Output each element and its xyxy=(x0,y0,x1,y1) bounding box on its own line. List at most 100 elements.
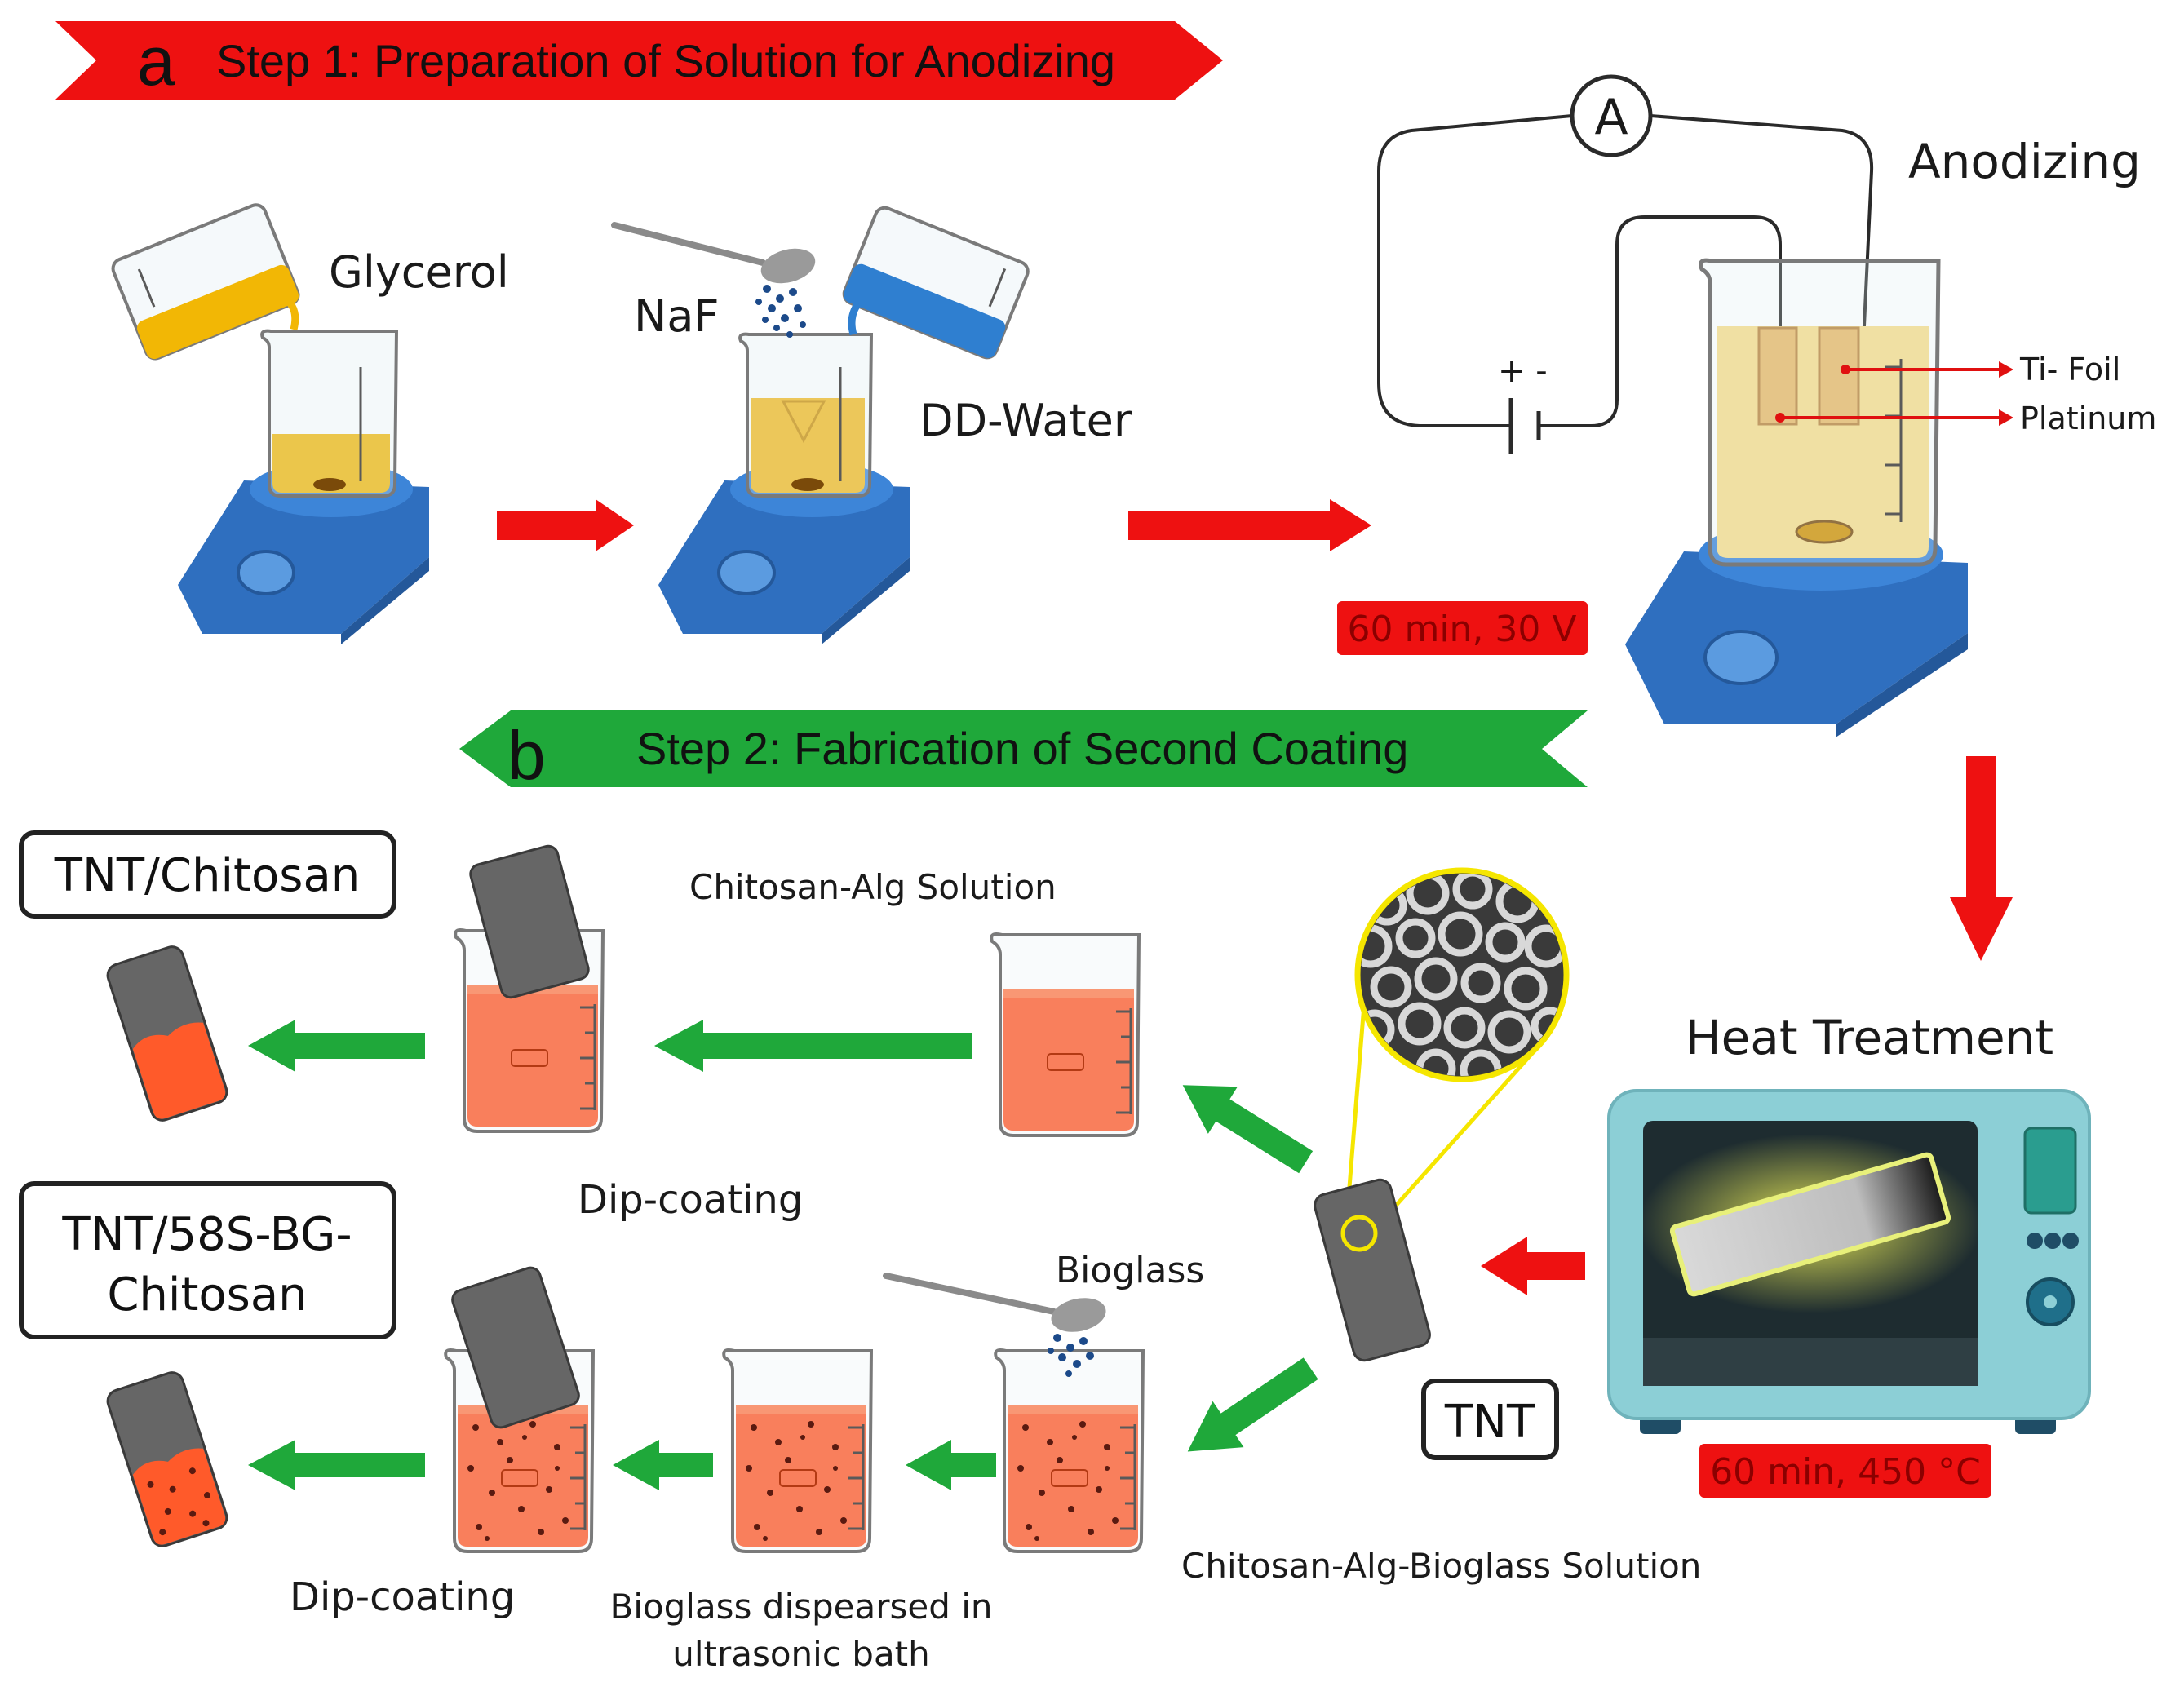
button-1 xyxy=(2027,1233,2043,1249)
step1-banner-arrow xyxy=(55,21,1223,100)
arrow-left-row2-a xyxy=(906,1440,996,1490)
magnifier-focus-circle xyxy=(1340,1215,1378,1252)
heat-treatment-label: Heat Treatment xyxy=(1686,1010,2053,1065)
bioglass-dispersed-label-line1: Bioglass dispearsed in xyxy=(609,1587,992,1627)
tnt-label: TNT xyxy=(1444,1396,1535,1449)
arrow-down xyxy=(1950,756,2013,961)
solution-liquid xyxy=(751,398,865,493)
ti-foil-label: Ti- Foil xyxy=(2019,352,2120,387)
ammeter-icon xyxy=(1570,74,1653,157)
ammeter-label: A xyxy=(1594,89,1628,146)
tnt-plate-dipping-bioglass xyxy=(451,1266,580,1429)
platinum-label: Platinum xyxy=(2020,401,2156,436)
arrow-left-heat xyxy=(1481,1237,1585,1295)
arrow-right-2 xyxy=(1128,499,1371,551)
anodizing-beaker xyxy=(1699,258,1941,567)
button-2 xyxy=(2044,1233,2061,1249)
hot-plate-side xyxy=(341,557,429,644)
tnt-58s-bg-chitosan-box: TNT/58S-BG- Chitosan xyxy=(19,1181,396,1339)
platinum-pointer xyxy=(1775,409,2013,426)
tnt-sample-heated xyxy=(1669,1152,1951,1297)
stir-bar xyxy=(313,478,346,491)
step1-letter: a xyxy=(137,23,175,100)
beaker-glass xyxy=(738,332,874,498)
bioglass-particles xyxy=(1048,1334,1094,1377)
dd-water-label: DD-Water xyxy=(919,395,1132,446)
water-pour-stream xyxy=(848,301,862,336)
glycerol-pour-stream xyxy=(284,297,299,331)
beaker-glass xyxy=(260,329,399,498)
bioglass-dispersed-label-line2: ultrasonic bath xyxy=(672,1634,930,1674)
dip-coating-label-top: Dip-coating xyxy=(578,1177,803,1223)
anodizing-condition-text: 60 min, 30 V xyxy=(1348,609,1577,650)
anodizing-condition-box: 60 min, 30 V xyxy=(1337,601,1588,655)
beaker-solution xyxy=(738,332,874,498)
arrow-down-left xyxy=(1187,1357,1318,1452)
arrow-up-left xyxy=(1182,1085,1314,1174)
ti-foil-pointer xyxy=(1841,361,2013,378)
furnace-window-shade xyxy=(1643,1338,1978,1386)
hot-plate-base xyxy=(658,480,910,634)
magnifier-ring xyxy=(1354,867,1570,1082)
step2-letter: b xyxy=(507,717,546,794)
dip-coating-label-bottom: Dip-coating xyxy=(290,1574,515,1620)
wire-ti-foil xyxy=(1540,215,1782,427)
chitosan-alg-bioglass-solution-label: Chitosan-Alg-Bioglass Solution xyxy=(1181,1546,1701,1586)
hot-plate-side xyxy=(822,557,910,644)
magnifier xyxy=(1344,867,1570,1232)
magnifier-line-right xyxy=(1372,1041,1544,1232)
tnt-plate-dipping xyxy=(469,844,590,999)
arrow-left-row1-b xyxy=(248,1020,425,1072)
hot-plate-knob xyxy=(1703,630,1779,685)
tnt-chitosan-label: TNT/Chitosan xyxy=(54,849,361,902)
hot-plate-side xyxy=(1836,633,1968,737)
glycerol-label: Glycerol xyxy=(329,246,509,298)
ti-foil-electrode xyxy=(1757,326,1798,426)
tnt-58s-bg-chitosan-label-line1: TNT/58S-BG- xyxy=(61,1208,352,1261)
spoon-naf xyxy=(611,222,816,338)
button-3 xyxy=(2062,1233,2079,1249)
stir-bar xyxy=(791,478,824,491)
hot-plate-knob xyxy=(237,550,295,595)
tnt-box: TNT xyxy=(1421,1379,1559,1460)
tnt-58s-bg-chitosan-plate xyxy=(106,1371,228,1547)
beaker-ultrasonic-dispersion xyxy=(724,1350,871,1552)
arrow-left-row1-a xyxy=(654,1020,972,1072)
step1-title: Step 1: Preparation of Solution for Anod… xyxy=(216,35,1115,86)
beaker-glass xyxy=(1699,258,1941,567)
anodizing-circuit: A + - xyxy=(1377,74,1874,454)
step2-banner: b Step 2: Fabrication of Second Coating xyxy=(459,710,1588,794)
arrow-left-row2-b xyxy=(613,1440,713,1490)
naf-particles xyxy=(755,285,806,338)
tnt-58s-bg-chitosan-label-line2: Chitosan xyxy=(107,1268,307,1321)
pouring-beaker-water xyxy=(842,206,1030,360)
step1-banner: a Step 1: Preparation of Solution for An… xyxy=(55,21,1223,100)
furnace-microwave xyxy=(1607,1089,2091,1434)
polarity-label: + - xyxy=(1498,352,1548,390)
display-panel xyxy=(2023,1127,2077,1215)
beaker-glycerol xyxy=(260,329,399,498)
chitosan-alg-solution-label: Chitosan-Alg Solution xyxy=(689,867,1057,907)
wire-left xyxy=(1377,114,1573,427)
wire-platinum xyxy=(1650,114,1874,343)
arrow-left-row2-c xyxy=(248,1440,425,1490)
battery-icon xyxy=(1508,398,1541,454)
pouring-beaker-glycerol xyxy=(111,203,300,361)
step2-banner-arrow xyxy=(459,710,1588,787)
beaker-chitosan-alg-bioglass xyxy=(995,1350,1143,1552)
hot-plate-base xyxy=(1625,551,1968,724)
tnt-chitosan-plate xyxy=(106,945,228,1122)
hot-plate-base xyxy=(178,480,429,634)
spoon-bioglass xyxy=(883,1273,1106,1377)
beaker-chitosan-alg-solution xyxy=(990,932,1141,1137)
tnt-chitosan-box: TNT/Chitosan xyxy=(19,830,396,919)
anodizing-label: Anodizing xyxy=(1908,134,2141,189)
tnt-plate xyxy=(1314,1178,1431,1362)
stir-bar xyxy=(1795,520,1854,544)
step2-title: Step 2: Fabrication of Second Coating xyxy=(636,723,1408,774)
arrow-right-1 xyxy=(497,499,634,551)
heat-condition-box: 60 min, 450 °C xyxy=(1699,1444,1991,1498)
bioglass-label: Bioglass xyxy=(1056,1250,1204,1291)
platinum-electrode xyxy=(1818,326,1860,426)
